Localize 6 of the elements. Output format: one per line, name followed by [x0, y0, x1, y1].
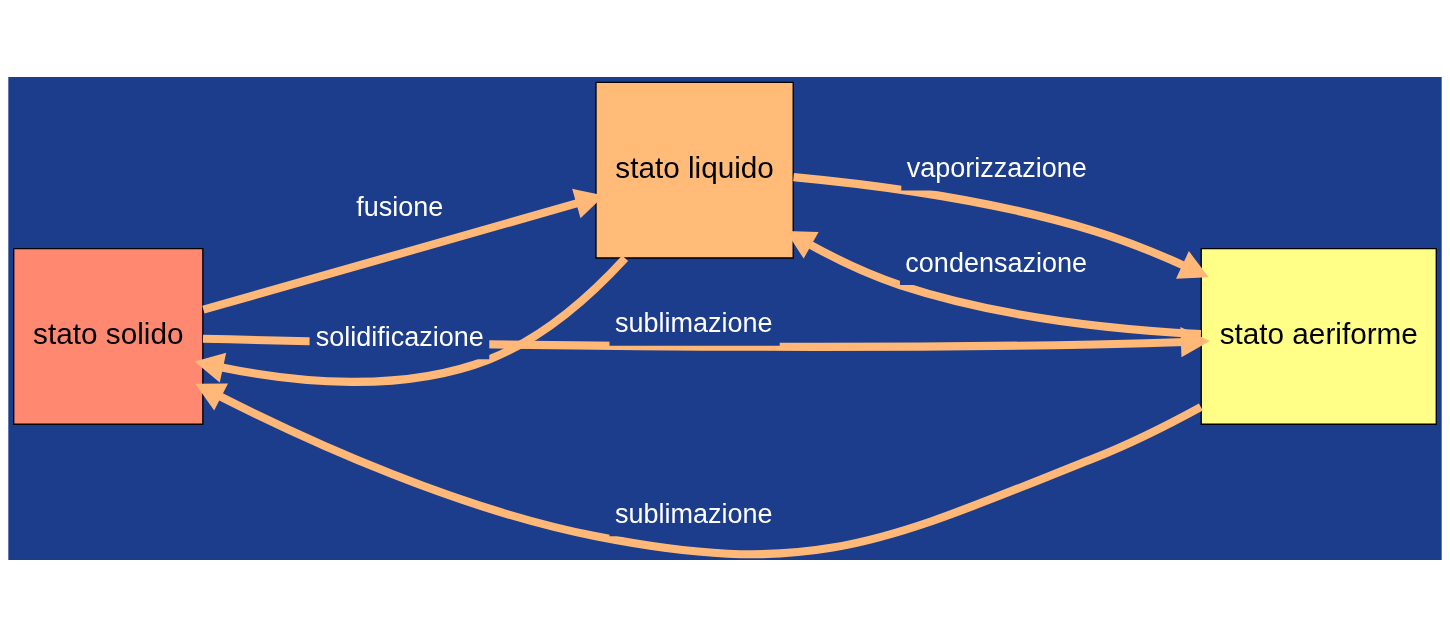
edge-label: fusione	[356, 192, 444, 223]
edge-label: vaporizzazione	[906, 152, 1087, 183]
edge-label: sublimazione	[614, 498, 773, 529]
edge-label: solidificazione	[315, 321, 484, 352]
edge-label: sublimazione	[614, 308, 773, 339]
edge-label: condensazione	[905, 247, 1088, 278]
